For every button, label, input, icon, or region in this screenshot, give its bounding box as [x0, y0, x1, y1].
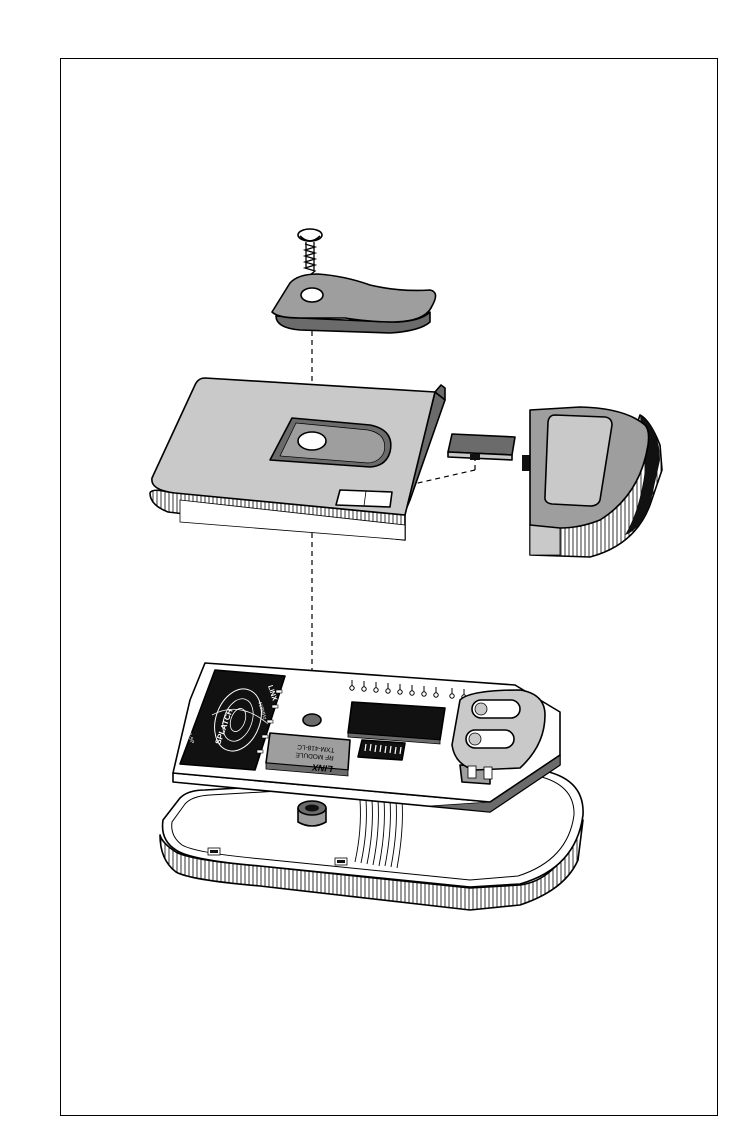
ic-chip [348, 702, 445, 744]
dip-switch [358, 740, 405, 760]
switch-button [448, 434, 515, 460]
rf-module-brand: LINX [311, 762, 333, 774]
belt-clip [272, 274, 436, 333]
battery-door [522, 407, 662, 557]
top-cover [150, 378, 445, 540]
rf-module: LINX RF MODULE TXM-418-LC [266, 733, 350, 776]
screw [298, 229, 322, 275]
